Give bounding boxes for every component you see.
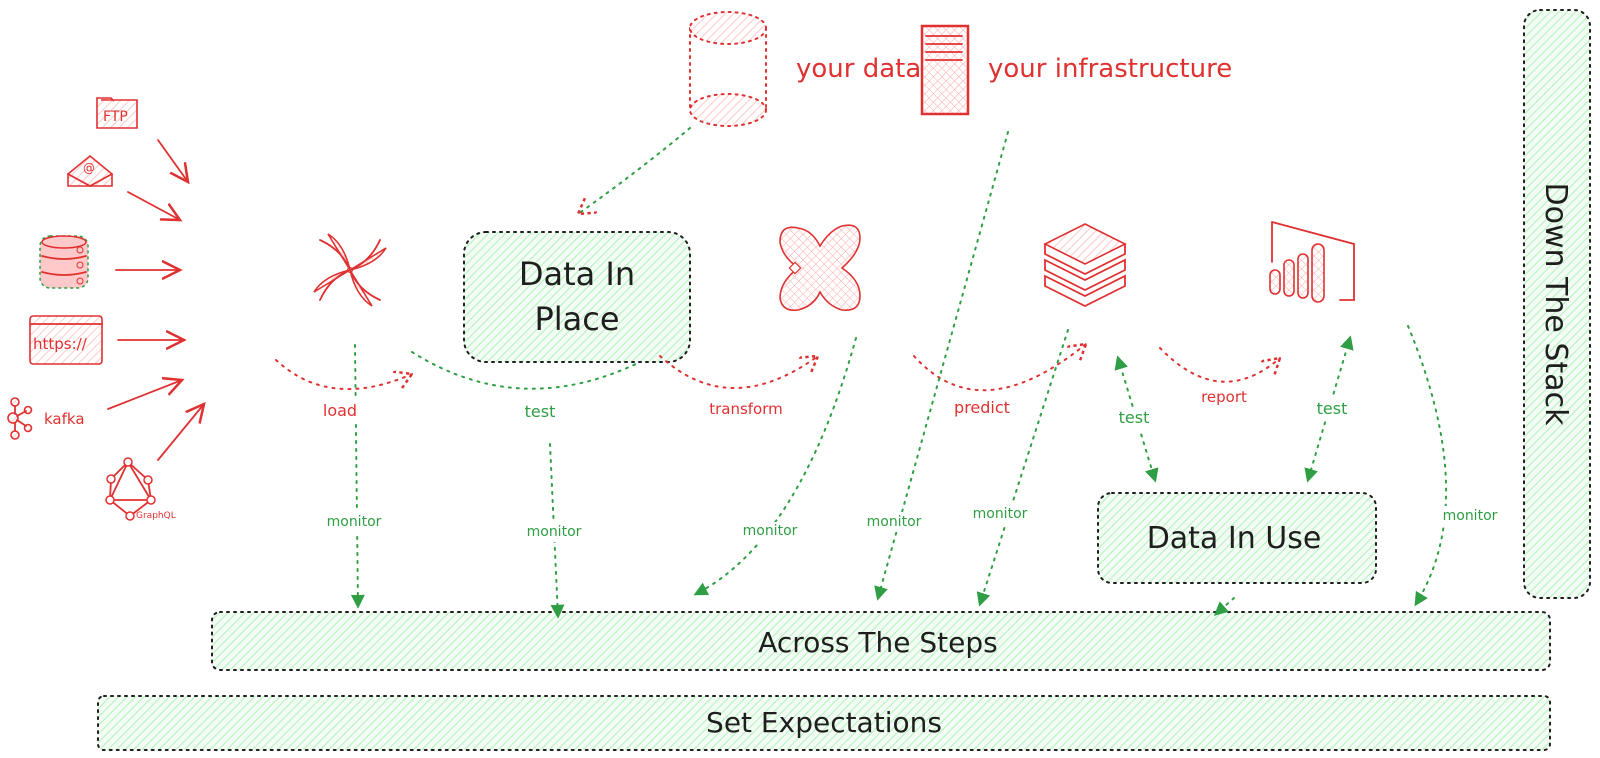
monitor-edge-6 <box>1407 325 1448 607</box>
transform-edge <box>659 356 818 389</box>
data-in-use-to-steps-edge <box>1213 597 1235 616</box>
down-the-stack-label: Down The Stack <box>1538 183 1573 427</box>
monitor-edges <box>350 131 1448 619</box>
browser-window-icon <box>29 315 103 365</box>
monitor-edge-4 <box>874 131 1009 601</box>
ftp-arrow <box>157 139 188 182</box>
dbt-small-diamond-icon <box>788 261 802 275</box>
monitor-edge-2 <box>549 443 565 619</box>
data-in-use-label: Data In Use <box>1147 521 1322 556</box>
data-in-place-label-line1: Data In <box>519 255 635 293</box>
edge-labels: load test transform predict test report … <box>318 388 1508 542</box>
https-source: https:// <box>29 315 103 365</box>
load-label: load <box>323 401 357 420</box>
report-edge <box>1159 348 1280 383</box>
monitor-edge-5 <box>976 329 1069 607</box>
across-the-steps-box[interactable]: Across The Steps <box>211 611 1551 671</box>
data-in-place-box[interactable]: Data In Place <box>463 231 691 363</box>
data-cylinder-icon <box>689 11 767 127</box>
email-arrow <box>127 191 180 220</box>
ftp-label: FTP <box>103 109 128 125</box>
your-data-group: your data <box>689 11 921 127</box>
graphql-icon <box>105 457 156 521</box>
test-label-3: test <box>1317 399 1348 418</box>
monitor-edge-3 <box>693 337 857 596</box>
down-the-stack-box[interactable]: Down The Stack <box>1523 9 1591 599</box>
monitor-label-4: monitor <box>867 514 922 530</box>
your-data-label: your data <box>796 54 921 84</box>
across-the-steps-label: Across The Steps <box>758 626 997 659</box>
transform-label: transform <box>709 400 783 418</box>
load-edge <box>275 360 412 389</box>
data-in-place-label-line2: Place <box>534 300 619 338</box>
set-expectations-label: Set Expectations <box>706 706 942 739</box>
graphql-arrow <box>157 404 204 461</box>
email-source: @ <box>67 154 113 188</box>
email-at-symbol: @ <box>83 161 95 175</box>
monitor-label-1: monitor <box>327 514 382 530</box>
kafka-source: kafka <box>7 397 85 440</box>
test-label-1: test <box>525 402 556 421</box>
predict-edge <box>913 344 1086 392</box>
https-label: https:// <box>33 335 88 353</box>
airflow-pinwheel-icon <box>313 233 387 307</box>
database-source-icon <box>39 235 89 289</box>
report-label: report <box>1201 388 1247 406</box>
your-infrastructure-group: your infrastructure <box>920 24 1232 116</box>
flow-edges <box>275 127 1280 392</box>
graphql-source: GraphQL <box>105 457 176 521</box>
monitor-label-5: monitor <box>973 506 1028 522</box>
power-bi-icon <box>1269 221 1355 303</box>
source-arrows <box>107 139 204 461</box>
ftp-source: FTP <box>96 97 138 129</box>
server-icon <box>920 24 970 116</box>
email-envelope-icon <box>67 154 113 187</box>
graphql-label: GraphQL <box>136 511 176 521</box>
monitor-label-3: monitor <box>743 523 798 539</box>
predict-label: predict <box>954 398 1010 417</box>
databricks-stack-icon <box>1043 223 1127 308</box>
kafka-arrow <box>107 380 182 410</box>
test-label-2: test <box>1119 408 1150 427</box>
data-to-place-edge <box>578 127 691 214</box>
kafka-label: kafka <box>44 410 85 428</box>
test-edge-data-in-place <box>411 351 641 390</box>
monitor-edge-1 <box>350 344 365 609</box>
monitor-label-2: monitor <box>527 524 582 540</box>
data-in-use-box[interactable]: Data In Use <box>1097 492 1377 584</box>
monitor-label-6: monitor <box>1443 508 1498 524</box>
ftp-folder-icon <box>96 97 138 129</box>
kafka-icon <box>7 397 33 440</box>
set-expectations-box[interactable]: Set Expectations <box>97 695 1551 751</box>
your-infrastructure-label: your infrastructure <box>988 54 1232 84</box>
